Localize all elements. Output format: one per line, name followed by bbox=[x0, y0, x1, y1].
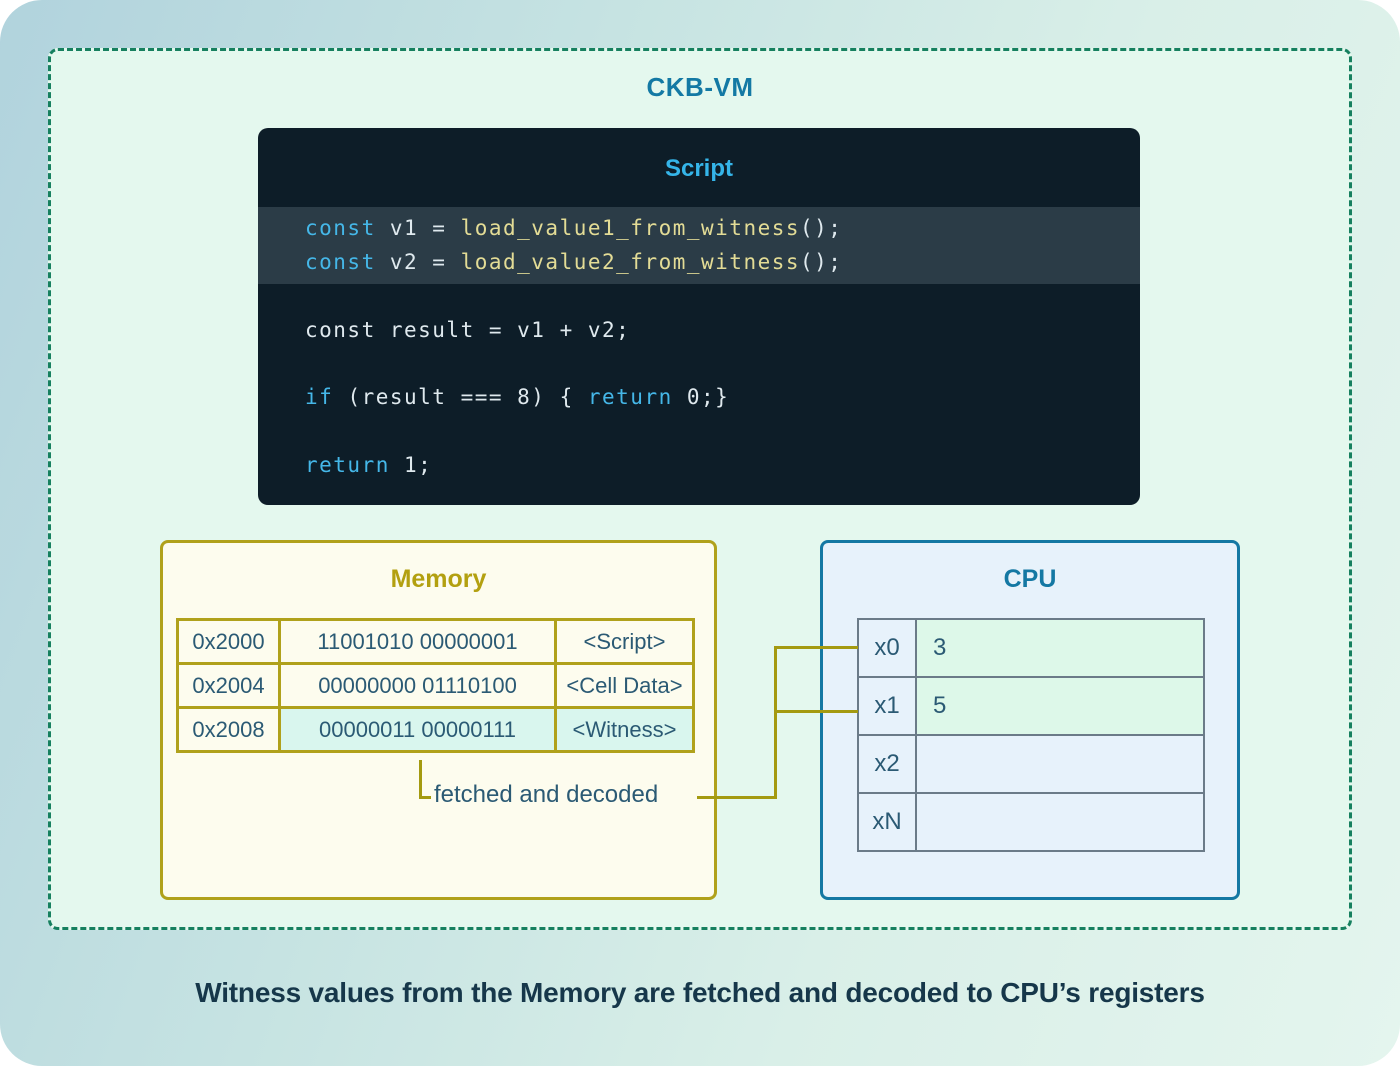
connector-line-vertical-from-witness bbox=[419, 760, 422, 799]
code-highlight-band bbox=[258, 207, 1140, 284]
memory-title: Memory bbox=[390, 565, 487, 593]
register-name-cell: xN bbox=[857, 792, 917, 852]
connector-line-elbow-stub bbox=[419, 796, 431, 799]
code-line: const result = v1 + v2; bbox=[305, 313, 630, 347]
memory-value-cell: 00000000 01110100 bbox=[278, 662, 557, 709]
memory-label-cell: <Witness> bbox=[554, 706, 695, 753]
register-row: x1 5 bbox=[857, 676, 1205, 736]
code-token: 1; bbox=[389, 453, 433, 477]
ckbvm-title: CKB-VM bbox=[646, 72, 754, 102]
register-row: xN bbox=[857, 792, 1205, 852]
code-token: return bbox=[305, 453, 390, 477]
connector-line-horizontal-after-label bbox=[697, 796, 777, 799]
memory-address-cell: 0x2000 bbox=[176, 618, 281, 665]
connector-line-to-x1 bbox=[774, 710, 858, 713]
code-token: (result === 8) { bbox=[333, 385, 588, 409]
register-value-cell bbox=[915, 734, 1205, 794]
register-row: x2 bbox=[857, 734, 1205, 794]
code-token: v1 = bbox=[375, 216, 461, 240]
connector-line-to-x0 bbox=[774, 646, 858, 649]
code-token: 0;} bbox=[672, 385, 730, 409]
code-line: const v1 = load_value1_from_witness(); bbox=[305, 211, 842, 245]
register-table: x0 3 x1 5 x2 xN bbox=[857, 618, 1205, 852]
code-token: const bbox=[305, 216, 376, 240]
code-line: return 1; bbox=[305, 448, 432, 482]
code-token: const result = v1 + v2; bbox=[305, 318, 631, 342]
code-token: v2 = bbox=[375, 250, 461, 274]
register-row: x0 3 bbox=[857, 618, 1205, 678]
script-block: Script const v1 = load_value1_from_witne… bbox=[258, 128, 1140, 505]
code-token: (); bbox=[800, 216, 843, 240]
cpu-title: CPU bbox=[1003, 565, 1057, 593]
code-token: (); bbox=[800, 250, 843, 274]
register-name-cell: x0 bbox=[857, 618, 917, 678]
code-line: const v2 = load_value2_from_witness(); bbox=[305, 245, 842, 279]
register-value-cell: 5 bbox=[915, 676, 1205, 736]
memory-address-cell: 0x2004 bbox=[176, 662, 281, 709]
memory-row-witness: 0x2008 00000011 00000111 <Witness> bbox=[176, 706, 695, 753]
register-name-cell: x2 bbox=[857, 734, 917, 794]
memory-label-cell: <Script> bbox=[554, 618, 695, 665]
code-token: load_value1_from_witness bbox=[460, 216, 801, 240]
memory-value-cell: 11001010 00000001 bbox=[278, 618, 557, 665]
diagram-caption: Witness values from the Memory are fetch… bbox=[195, 977, 1205, 1008]
code-token: if bbox=[305, 385, 334, 409]
connector-line-vertical-riser bbox=[774, 646, 777, 799]
code-token: return bbox=[587, 385, 673, 409]
register-value-cell: 3 bbox=[915, 618, 1205, 678]
register-name-cell: x1 bbox=[857, 676, 917, 736]
memory-label-cell: <Cell Data> bbox=[554, 662, 695, 709]
cpu-box: CPU x0 3 x1 5 x2 xN bbox=[820, 540, 1240, 900]
memory-row: 0x2004 00000000 01110100 <Cell Data> bbox=[176, 662, 695, 709]
memory-value-cell: 00000011 00000111 bbox=[278, 706, 557, 753]
register-value-cell bbox=[915, 792, 1205, 852]
code-token: load_value2_from_witness bbox=[460, 250, 801, 274]
memory-box: Memory 0x2000 11001010 00000001 <Script>… bbox=[160, 540, 717, 900]
fetched-and-decoded-label: fetched and decoded bbox=[434, 781, 659, 808]
memory-row: 0x2000 11001010 00000001 <Script> bbox=[176, 618, 695, 665]
code-token: const bbox=[305, 250, 376, 274]
memory-address-cell: 0x2008 bbox=[176, 706, 281, 753]
script-title: Script bbox=[664, 155, 733, 182]
code-line: if (result === 8) { return 0;} bbox=[305, 380, 729, 414]
memory-table: 0x2000 11001010 00000001 <Script> 0x2004… bbox=[176, 618, 695, 753]
